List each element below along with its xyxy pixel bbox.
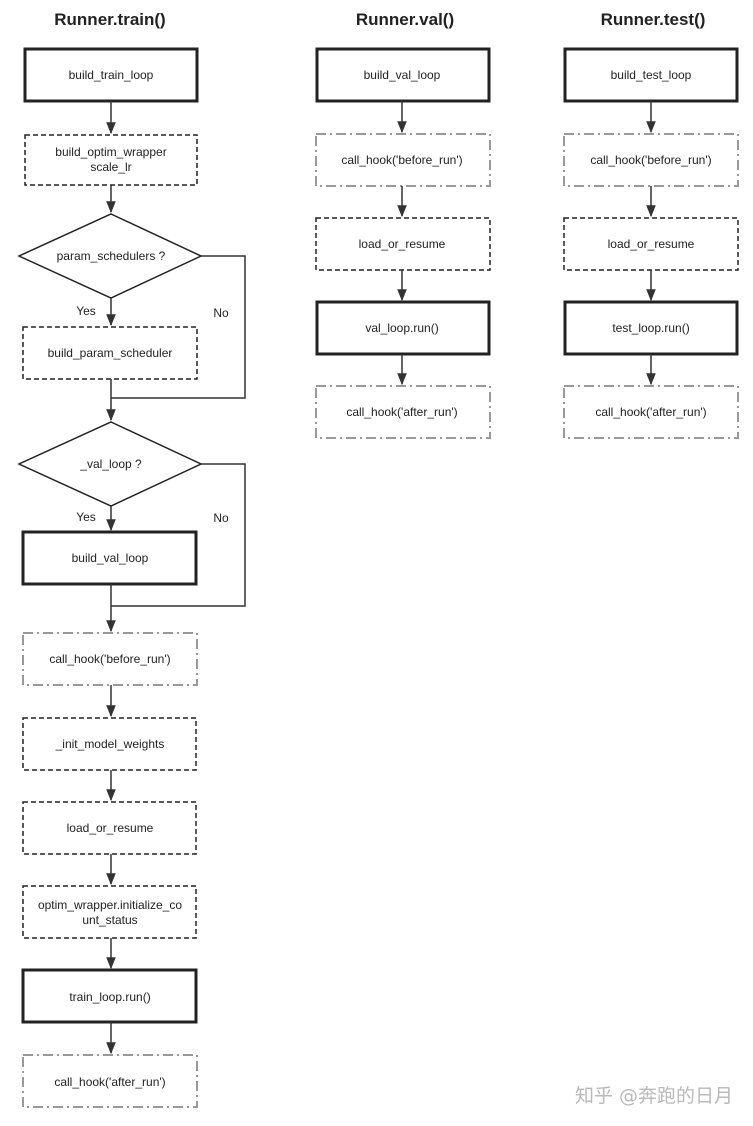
node-val-loop-run: val_loop.run() bbox=[315, 300, 491, 356]
node-label: call_hook('before_run') bbox=[341, 153, 462, 167]
edge-label-no: No bbox=[213, 511, 229, 525]
node-build-param-scheduler: build_param_scheduler bbox=[22, 326, 198, 380]
node-build-val-loop: build_val_loop bbox=[315, 47, 491, 103]
edge-label-yes: Yes bbox=[76, 510, 96, 524]
node-label: build_param_scheduler bbox=[48, 346, 173, 360]
node-call-hook-before-run: call_hook('before_run') bbox=[563, 133, 739, 187]
node-label: call_hook('before_run') bbox=[49, 652, 170, 666]
val-flow: build_val_loop call_hook('before_run') l… bbox=[315, 47, 491, 439]
node-call-hook-before-run: call_hook('before_run') bbox=[22, 632, 198, 686]
node-init-model-weights: _init_model_weights bbox=[22, 717, 197, 771]
decision-label: param_schedulers ? bbox=[57, 249, 166, 263]
title-runner-val: Runner.val() bbox=[356, 10, 454, 29]
node-load-or-resume: load_or_resume bbox=[22, 801, 197, 855]
decision-label: _val_loop ? bbox=[79, 457, 142, 471]
edge-label-yes: Yes bbox=[76, 304, 96, 318]
watermark-text: 知乎 @奔跑的日月 bbox=[575, 1085, 733, 1107]
edge-no bbox=[111, 463, 246, 607]
node-label: unt_status bbox=[82, 913, 137, 927]
node-call-hook-after-run: call_hook('after_run') bbox=[22, 1054, 198, 1108]
node-label: load_or_resume bbox=[67, 821, 154, 835]
test-flow: build_test_loop call_hook('before_run') … bbox=[563, 47, 739, 439]
node-label: load_or_resume bbox=[359, 237, 446, 251]
node-label: call_hook('after_run') bbox=[54, 1075, 165, 1089]
node-label: train_loop.run() bbox=[69, 990, 150, 1004]
train-flow: build_train_loop build_optim_wrapper sca… bbox=[17, 47, 246, 1108]
node-call-hook-before-run: call_hook('before_run') bbox=[315, 133, 491, 187]
node-call-hook-after-run: call_hook('after_run') bbox=[563, 385, 739, 439]
title-runner-train: Runner.train() bbox=[54, 10, 165, 29]
node-optim-wrapper-initialize-count-status: optim_wrapper.initialize_co unt_status bbox=[22, 885, 197, 939]
node-label: call_hook('after_run') bbox=[595, 405, 706, 419]
node-label: build_optim_wrapper bbox=[55, 145, 166, 159]
node-train-loop-run: train_loop.run() bbox=[21, 968, 198, 1024]
node-load-or-resume: load_or_resume bbox=[563, 217, 739, 271]
node-label: scale_lr bbox=[90, 160, 131, 174]
edge-label-no: No bbox=[213, 306, 229, 320]
node-build-test-loop: build_test_loop bbox=[563, 47, 739, 103]
node-load-or-resume: load_or_resume bbox=[315, 217, 491, 271]
edge-no bbox=[111, 255, 246, 399]
node-label: build_val_loop bbox=[72, 551, 149, 565]
node-test-loop-run: test_loop.run() bbox=[563, 300, 739, 356]
node-build-val-loop: build_val_loop bbox=[21, 530, 198, 586]
node-label: val_loop.run() bbox=[365, 321, 438, 335]
node-label: call_hook('before_run') bbox=[590, 153, 711, 167]
node-call-hook-after-run: call_hook('after_run') bbox=[315, 385, 491, 439]
title-runner-test: Runner.test() bbox=[601, 10, 706, 29]
decision-val-loop: _val_loop ? bbox=[17, 421, 203, 507]
node-label: _init_model_weights bbox=[55, 737, 165, 751]
node-label: build_train_loop bbox=[69, 68, 154, 82]
node-label: call_hook('after_run') bbox=[346, 405, 457, 419]
node-label: build_val_loop bbox=[364, 68, 441, 82]
node-label: test_loop.run() bbox=[612, 321, 689, 335]
node-build-train-loop: build_train_loop bbox=[23, 47, 199, 103]
node-label: build_test_loop bbox=[611, 68, 692, 82]
node-label: optim_wrapper.initialize_co bbox=[38, 898, 182, 912]
node-label: load_or_resume bbox=[608, 237, 695, 251]
node-build-optim-wrapper: build_optim_wrapper scale_lr bbox=[24, 134, 198, 186]
decision-param-schedulers: param_schedulers ? bbox=[17, 213, 203, 299]
